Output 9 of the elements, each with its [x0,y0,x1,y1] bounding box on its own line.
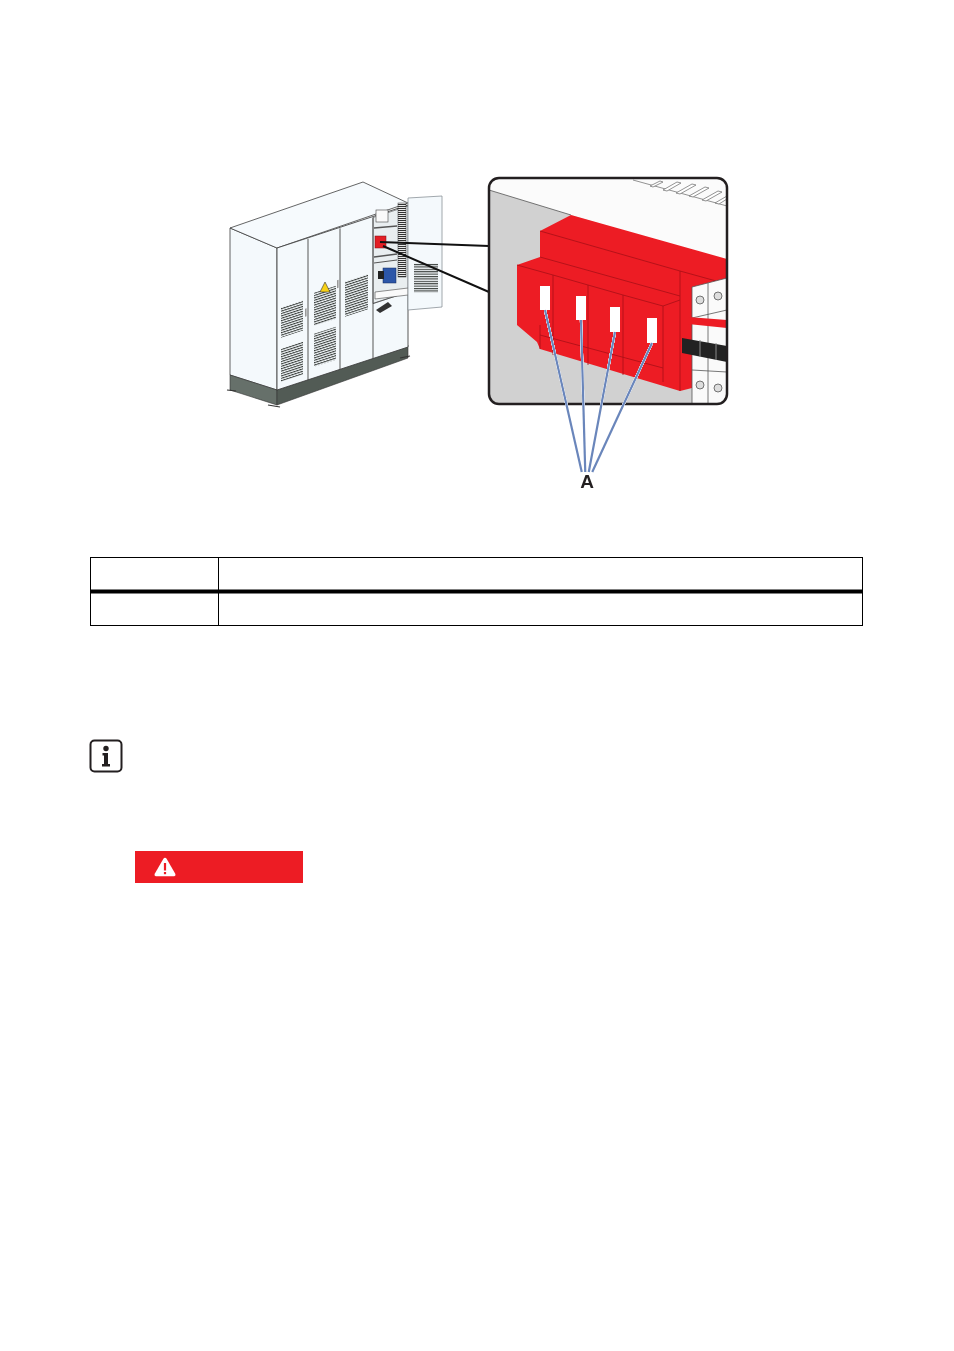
indicator-window [540,286,550,310]
leader-line [543,309,583,473]
callout-letter: A [574,472,600,492]
indicator-window [576,296,586,320]
indicator-window [610,307,620,332]
leader-line [591,342,653,473]
leader-line [587,331,617,473]
leader-line [579,319,587,473]
indicator-window [647,318,657,343]
